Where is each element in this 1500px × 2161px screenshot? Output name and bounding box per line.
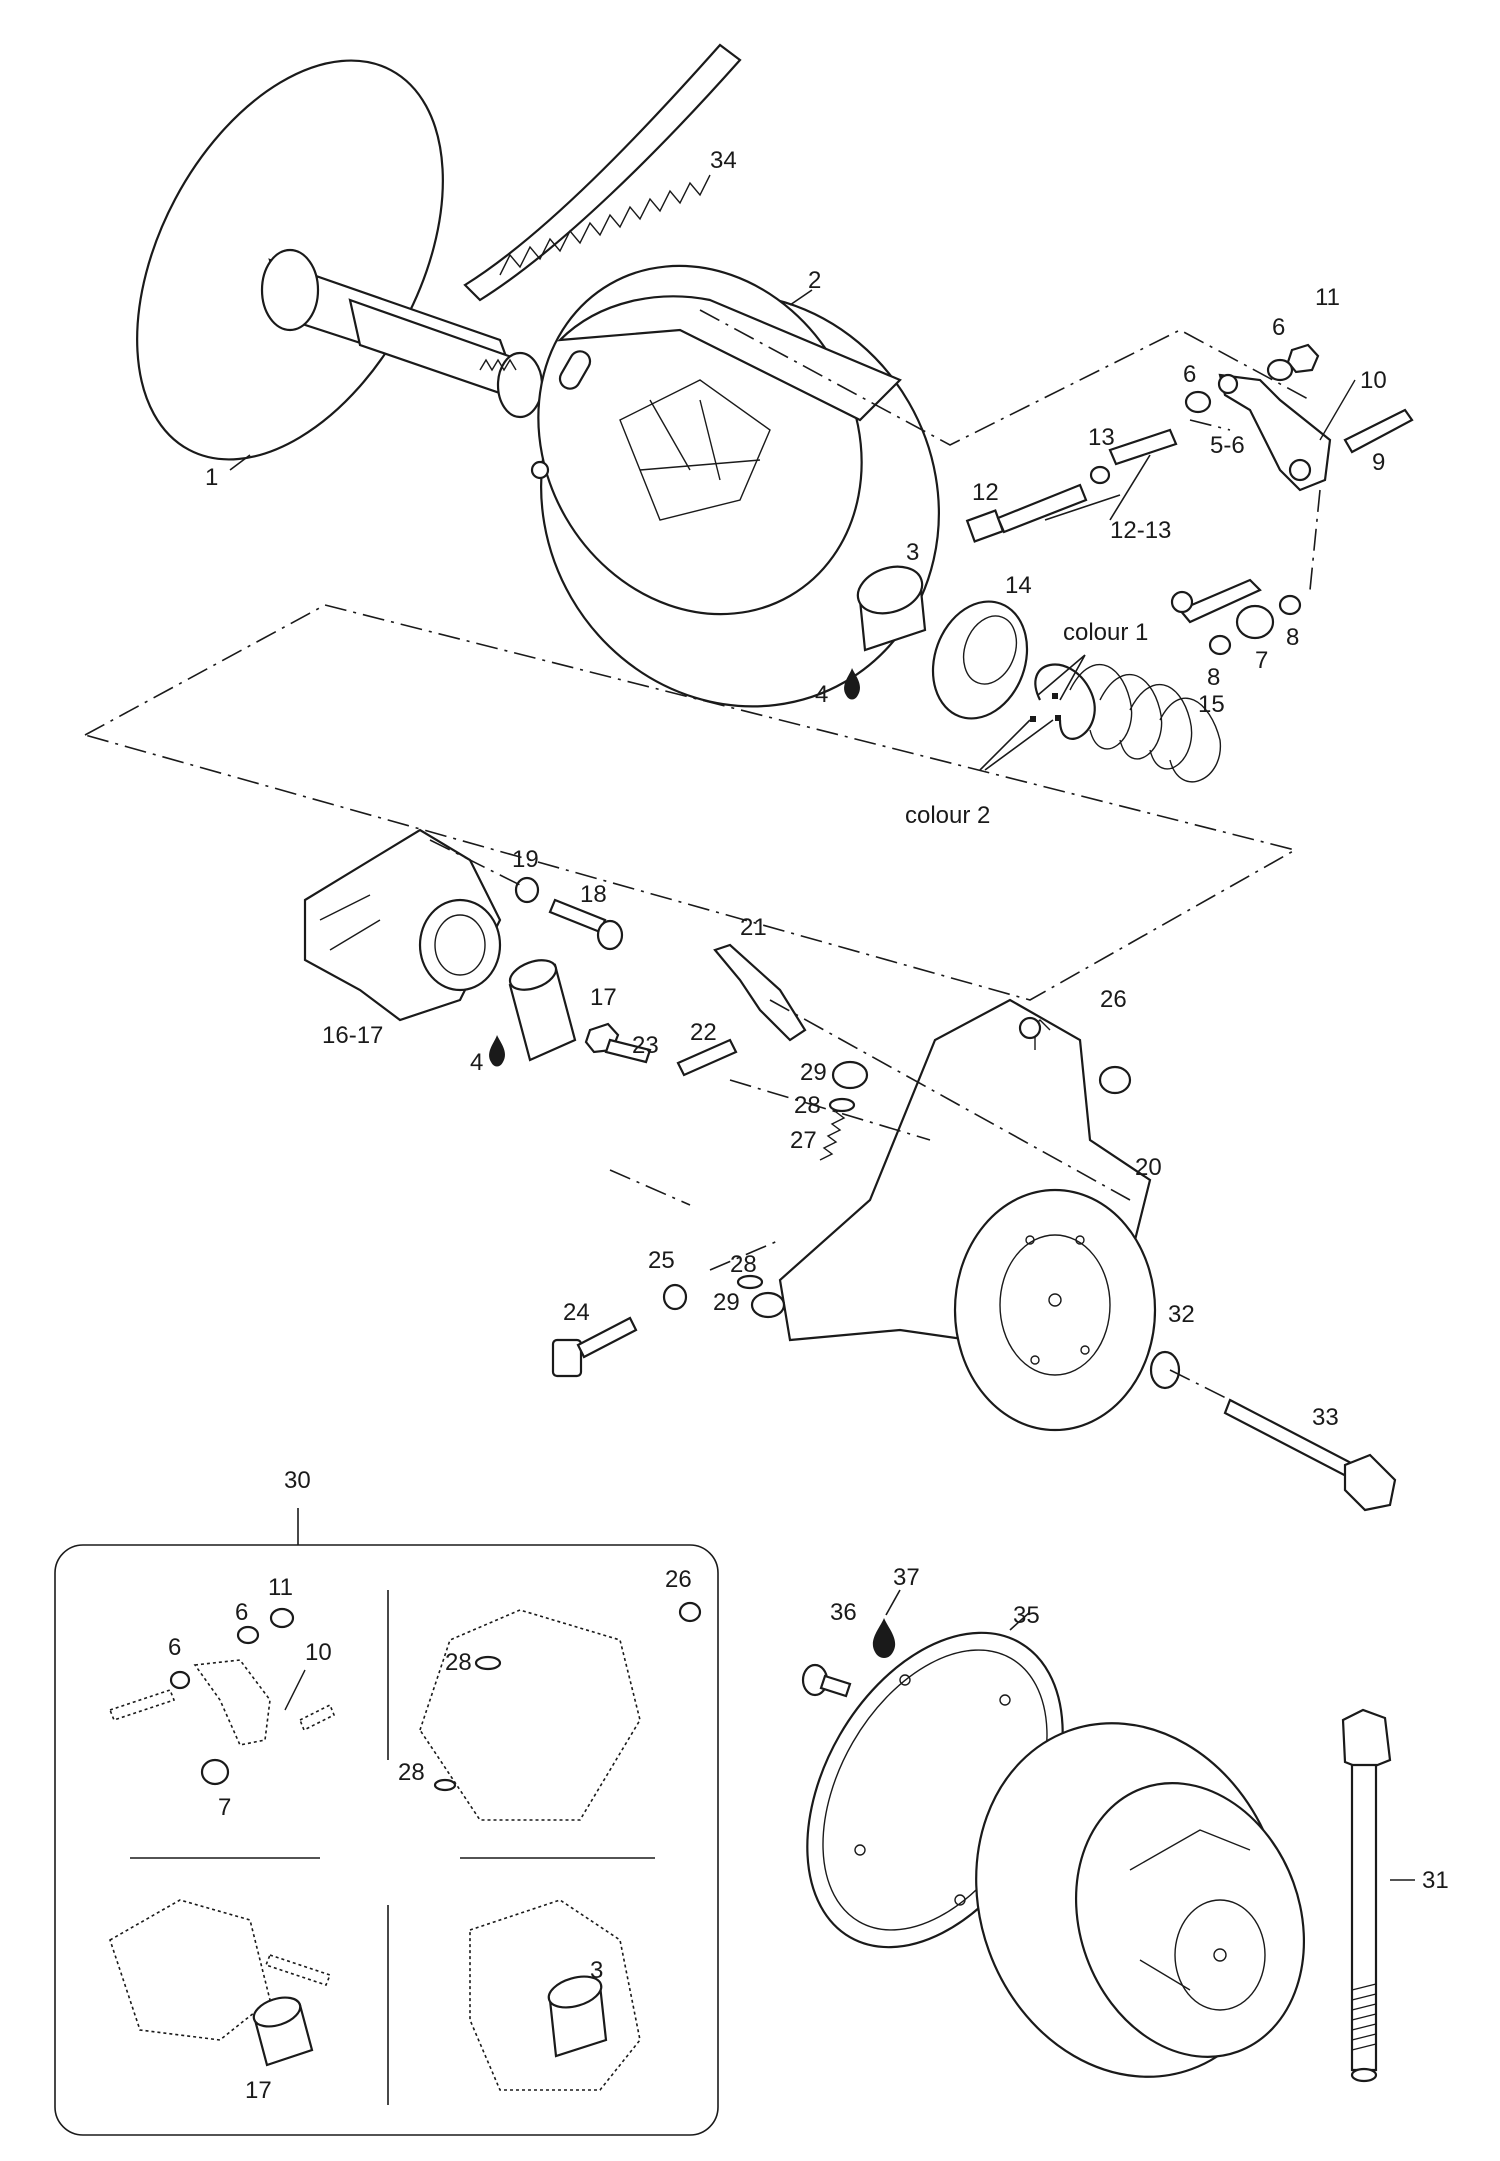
washer-part-25	[662, 1283, 688, 1311]
label-23: 23	[632, 1032, 659, 1059]
label-16-17: 16-17	[322, 1022, 383, 1049]
label-29b: 29	[713, 1289, 740, 1316]
inset-label-11: 11	[268, 1574, 293, 1601]
label-27: 27	[790, 1127, 817, 1154]
label-colour-1: colour 1	[1063, 619, 1148, 646]
label-15: 15	[1198, 691, 1225, 718]
bolt-part-12	[965, 483, 1088, 543]
spider-part-20	[778, 998, 1157, 1432]
drum-part-35	[975, 1722, 1306, 2078]
label-10: 10	[1360, 367, 1387, 394]
arm-part-21	[713, 943, 807, 1042]
label-4b: 4	[470, 1049, 483, 1076]
inset-label-28b: 28	[398, 1759, 425, 1786]
nut-part-26	[1098, 1065, 1132, 1095]
label-6b: 6	[1183, 361, 1196, 388]
sleeve-part-12-13	[1108, 428, 1178, 466]
label-13: 13	[1088, 424, 1115, 451]
cotter-pin-part-10	[1319, 379, 1356, 441]
label-28a: 28	[794, 1092, 821, 1119]
bolt-part-31	[1341, 1708, 1415, 2083]
pin-part-22	[676, 1038, 738, 1077]
oil-drop-icon-b	[489, 1035, 506, 1067]
inset-label-6b: 6	[168, 1634, 181, 1661]
label-37: 37	[893, 1564, 920, 1591]
inset-label-26: 26	[665, 1566, 692, 1593]
label-24: 24	[563, 1299, 590, 1326]
bushing-part-3	[856, 565, 927, 652]
bolt-part-33	[1223, 1398, 1397, 1512]
housing-part-2	[530, 264, 940, 708]
label-18: 18	[580, 881, 607, 908]
inset-label-10: 10	[305, 1639, 332, 1666]
label-36: 36	[830, 1599, 857, 1626]
label-14: 14	[1005, 572, 1032, 599]
oring-part-28-top	[828, 1097, 856, 1113]
label-6a: 6	[1272, 314, 1285, 341]
label-22: 22	[690, 1019, 717, 1046]
screw-part-36	[801, 1663, 852, 1698]
bolt-part-23	[584, 1022, 652, 1064]
label-28b: 28	[730, 1251, 757, 1278]
pin-part-9	[1343, 408, 1414, 454]
label-colour-2: colour 2	[905, 802, 990, 829]
spring-part-15	[1030, 663, 1221, 783]
label-1: 1	[205, 464, 218, 491]
part-labels: 1 2 3 4 5-6 6 6 7 8 8 9 10 11 12 12-13 1…	[205, 147, 1449, 1894]
drop-part-37	[872, 1618, 896, 1658]
inset-label-7: 7	[218, 1794, 231, 1821]
label-12-13: 12-13	[1110, 517, 1171, 544]
spring-part-27	[819, 1105, 849, 1161]
inset-labels: 11 6 6 10 7 26 28 28 17 3	[168, 1566, 692, 2104]
label-35: 35	[1013, 1602, 1040, 1629]
label-12: 12	[972, 479, 999, 506]
roller-part-6-top	[1266, 358, 1294, 382]
inset-label-6a: 6	[235, 1599, 248, 1626]
label-11: 11	[1315, 284, 1340, 311]
label-3: 3	[906, 539, 919, 566]
spacer-part-8-7	[1170, 578, 1302, 656]
label-21: 21	[740, 914, 767, 941]
label-2: 2	[808, 267, 821, 294]
washer-part-14	[931, 600, 1029, 720]
washer-part-13	[1089, 465, 1111, 485]
roller-part-6-mid	[1184, 390, 1212, 414]
label-8b: 8	[1286, 624, 1299, 651]
washer-part-19	[514, 876, 540, 904]
label-25: 25	[648, 1247, 675, 1274]
oil-drop-icon-a	[844, 668, 861, 700]
label-17: 17	[590, 984, 617, 1011]
label-33: 33	[1312, 1404, 1339, 1431]
bolt-part-24	[551, 1316, 638, 1378]
label-7: 7	[1255, 647, 1268, 674]
label-30: 30	[284, 1467, 311, 1494]
label-29a: 29	[800, 1059, 827, 1086]
label-34: 34	[710, 147, 737, 174]
label-4a: 4	[815, 681, 828, 708]
label-20: 20	[1135, 1154, 1162, 1181]
label-9: 9	[1372, 449, 1385, 476]
inset-label-3: 3	[590, 1957, 603, 1984]
cap-part-29-bottom	[750, 1291, 786, 1319]
bushing-part-17	[508, 959, 577, 1062]
inset-label-17: 17	[245, 2077, 272, 2104]
label-26: 26	[1100, 986, 1127, 1013]
belt-part-34	[463, 43, 742, 302]
cap-part-29-top	[831, 1060, 869, 1090]
hub-part-16-17	[303, 828, 502, 1022]
label-5-6: 5-6	[1210, 432, 1245, 459]
inset-label-28a: 28	[445, 1649, 472, 1676]
label-32: 32	[1168, 1301, 1195, 1328]
sheave-part-1	[136, 59, 544, 471]
oring-part-28-bottom	[736, 1274, 764, 1290]
label-31: 31	[1422, 1867, 1449, 1894]
inset-box-part-30	[54, 1508, 719, 2136]
screw-part-18	[548, 898, 624, 951]
label-19: 19	[512, 846, 539, 873]
lever-part-5-6	[1217, 373, 1332, 492]
label-8a: 8	[1207, 664, 1220, 691]
washer-part-32	[1149, 1350, 1181, 1390]
